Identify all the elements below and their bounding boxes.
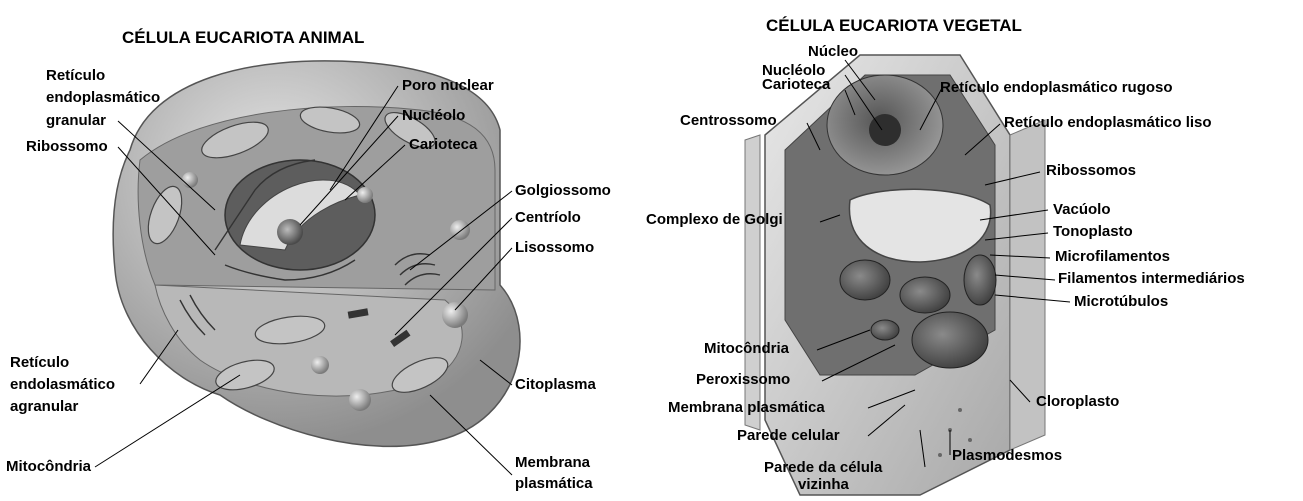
- label-rel: Retículo endoplasmático liso: [1004, 115, 1212, 131]
- label-peroxissomo: Peroxissomo: [696, 372, 790, 388]
- label-citoplasma: Citoplasma: [515, 377, 596, 393]
- label-vacuolo: Vacúolo: [1053, 202, 1111, 218]
- label-carioteca-vegetal: Carioteca: [762, 77, 830, 93]
- label-reticulo-granular-3: granular: [46, 113, 106, 129]
- label-poro-nuclear: Poro nuclear: [402, 78, 494, 94]
- label-membrana-plasmatica: Membrana plasmática: [668, 400, 825, 416]
- label-rer: Retículo endoplasmático rugoso: [940, 80, 1173, 96]
- plant-cell-panel: CÉLULA EUCARIOTA VEGETAL: [650, 0, 1303, 501]
- label-membrana-2: plasmática: [515, 476, 593, 492]
- label-filamentos: Filamentos intermediários: [1058, 271, 1245, 287]
- label-carioteca-animal: Carioteca: [409, 137, 477, 153]
- animal-nucleolus: [277, 219, 303, 245]
- plant-cell-illustration: [650, 0, 1303, 501]
- label-reticulo-agranular-3: agranular: [10, 399, 78, 415]
- label-membrana-1: Membrana: [515, 455, 590, 471]
- label-centrossomo: Centrossomo: [680, 113, 777, 129]
- label-complexo-golgi: Complexo de Golgi: [646, 212, 783, 228]
- label-microtubulos: Microtúbulos: [1074, 294, 1168, 310]
- label-ribossomos: Ribossomos: [1046, 163, 1136, 179]
- label-plasmodesmos: Plasmodesmos: [952, 448, 1062, 464]
- label-centriolo: Centríolo: [515, 210, 581, 226]
- label-tonoplasto: Tonoplasto: [1053, 224, 1133, 240]
- label-reticulo-agranular-1: Retículo: [10, 355, 69, 371]
- label-microfilamentos: Microfilamentos: [1055, 249, 1170, 265]
- label-reticulo-agranular-2: endolasmático: [10, 377, 115, 393]
- label-mitocondria-animal: Mitocôndria: [6, 459, 91, 475]
- label-nucleo: Núcleo: [808, 44, 858, 60]
- label-lisossomo: Lisossomo: [515, 240, 594, 256]
- label-reticulo-granular-2: endoplasmático: [46, 90, 160, 106]
- label-parede-vizinha-1: Parede da célula: [764, 460, 882, 476]
- plant-nucleolus: [869, 114, 901, 146]
- label-cloroplasto: Cloroplasto: [1036, 394, 1119, 410]
- label-ribossomo: Ribossomo: [26, 139, 108, 155]
- label-mitocondria-vegetal: Mitocôndria: [704, 341, 789, 357]
- animal-cell-panel: CÉLULA EUCARIOTA ANIMAL: [0, 0, 650, 501]
- label-reticulo-granular-1: Retículo: [46, 68, 105, 84]
- label-parede-celular: Parede celular: [737, 428, 840, 444]
- label-parede-vizinha-2: vizinha: [798, 477, 849, 493]
- label-nucleolo-animal: Nucléolo: [402, 108, 465, 124]
- label-golgiossomo: Golgiossomo: [515, 183, 611, 199]
